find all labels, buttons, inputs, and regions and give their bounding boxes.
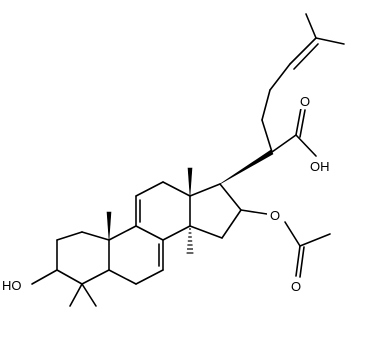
ring-a: [56, 231, 110, 285]
carboxyl-hydroxyl-label: OH: [310, 159, 330, 174]
ring-c: [135, 181, 191, 241]
hydroxyl-label: HO: [2, 278, 22, 293]
hydroxyl-label-bg: [0, 277, 30, 293]
side-chain: [261, 13, 345, 153]
acetyl-oxygen-label: O: [291, 279, 301, 294]
c20-wedge: [219, 149, 274, 185]
carboxyl-hydroxyl-bg: [308, 158, 336, 174]
methyl-c14-hatch: [186, 228, 194, 254]
hydroxyl-group: [31, 269, 58, 285]
acetoxy-group: [240, 209, 331, 278]
methyl-c10-wedge: [106, 211, 112, 241]
gem-dimethyl: [69, 283, 97, 307]
acetoxy-oxygen-bg: [267, 207, 283, 223]
ring-b: [108, 225, 164, 285]
methyl-c13-wedge: [187, 167, 193, 197]
carboxylic-acid: [271, 107, 317, 157]
acetyl-oxygen-bg: [289, 278, 304, 294]
carboxyl-oxygen-label: O: [300, 94, 310, 109]
carboxyl-oxygen-bg: [298, 94, 312, 109]
acetoxy-oxygen-label: O: [270, 208, 280, 223]
ring-d: [189, 183, 242, 239]
